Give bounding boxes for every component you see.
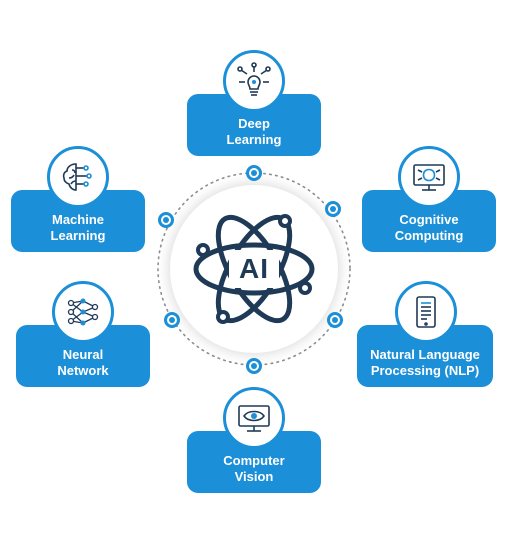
node-machine-learning: Machine Learning <box>11 190 145 252</box>
atom-icon <box>193 214 315 324</box>
ai-label: AI <box>239 253 269 284</box>
ring-dot-bottom <box>246 358 262 374</box>
brain-circuit-icon <box>47 146 109 208</box>
monitor-brain-icon <box>398 146 460 208</box>
node-label: Cognitive Computing <box>394 212 464 243</box>
node-label: Machine Learning <box>50 212 106 243</box>
ai-center-disc: AI <box>170 185 338 353</box>
ring-dot-lower-left <box>164 312 180 328</box>
ring-dot-upper-right <box>325 201 341 217</box>
lightbulb-network-icon <box>223 50 285 112</box>
ring-dot-top <box>246 165 262 181</box>
node-label: Natural Language Processing (NLP) <box>370 347 480 378</box>
tablet-text-icon <box>395 281 457 343</box>
monitor-eye-icon <box>223 387 285 449</box>
ring-dot-upper-left <box>158 212 174 228</box>
ring-dot-lower-right <box>327 312 343 328</box>
node-label: Deep Learning <box>226 116 282 147</box>
node-label: Neural Network <box>57 347 109 378</box>
neural-network-icon <box>52 281 114 343</box>
node-label: Computer Vision <box>223 453 285 484</box>
